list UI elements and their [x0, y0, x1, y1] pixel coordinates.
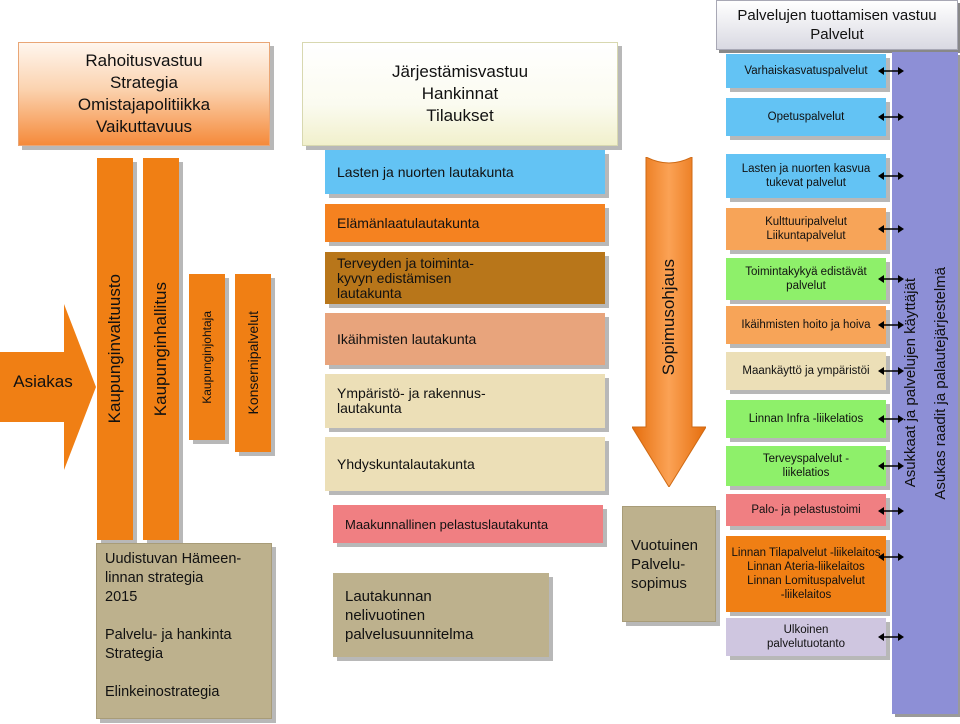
city-council-bar: Kaupunginvaltuusto — [97, 158, 133, 540]
resident-panels-label: Asukas raadit ja palautejärjestelmä — [931, 266, 949, 500]
service-youth-growth: Lasten ja nuorten kasvua tukevat palvelu… — [726, 154, 886, 198]
service-health: Terveyspalvelut - liikelatios — [726, 446, 886, 486]
service-culture-sports: Kulttuuripalvelut Liikuntapalvelut — [726, 208, 886, 250]
contract-steering-arrow — [632, 157, 706, 487]
committee-label: Lasten ja nuorten lautakunta — [337, 163, 514, 180]
committee-label: Elämänlaatulautakunta — [337, 214, 480, 231]
service-external-production: Ulkoinen palvelutuotanto — [726, 618, 886, 656]
committee-elderly: Ikäihmisten lautakunta — [325, 313, 605, 365]
city-board-label: Kaupunginhallitus — [151, 281, 170, 417]
double-arrow-icon — [878, 225, 904, 233]
double-arrow-icon — [878, 415, 904, 423]
committee-quality-of-life: Elämänlaatulautakunta — [325, 204, 605, 242]
city-board-bar: Kaupunginhallitus — [143, 158, 179, 540]
double-arrow-icon — [878, 507, 904, 515]
four-year-service-plan: Lautakunnan nelivuotinen palvelusuunnite… — [333, 573, 549, 657]
service-plan-label: Lautakunnan nelivuotinen palvelusuunnite… — [345, 587, 474, 643]
contract-steering-label-wrap: Sopimusohjaus — [632, 172, 706, 462]
committee-label: Ikäihmisten lautakunta — [337, 330, 477, 347]
double-arrow-icon — [878, 67, 904, 75]
organizing-responsibility-header: Järjestämisvastuu Hankinnat Tilaukset — [302, 42, 618, 146]
double-arrow-icon — [878, 172, 904, 180]
city-manager-label: Kaupunginjohtaja — [200, 310, 214, 404]
service-fire-rescue: Palo- ja pelastustoimi — [726, 494, 886, 526]
double-arrow-icon — [878, 321, 904, 329]
double-arrow-icon — [878, 462, 904, 470]
double-arrow-icon — [878, 275, 904, 283]
service-education: Opetuspalvelut — [726, 98, 886, 136]
group-services-label: Konsernipalvelut — [245, 311, 261, 415]
customer-arrow — [0, 304, 96, 470]
residents-users-label-wrap: Asukkaat ja palvelujen käyttäjät — [894, 52, 926, 714]
residents-users-label: Asukkaat ja palvelujen käyttäjät — [901, 278, 919, 488]
committee-regional-rescue: Maakunnallinen pelastuslautakunta — [333, 505, 603, 543]
city-manager-bar: Kaupunginjohtaja — [189, 274, 225, 440]
double-arrow-icon — [878, 633, 904, 641]
committee-environment-building: Ympäristö- ja rakennus- lautakunta — [325, 374, 605, 428]
strategy-box: Uudistuvan Hämeen- linnan strategia 2015… — [96, 543, 272, 719]
service-land-use-environment: Maankäyttö ja ympäristöi — [726, 352, 886, 390]
group-services-bar: Konsernipalvelut — [235, 274, 271, 452]
committee-label: Ympäristö- ja rakennus- lautakunta — [337, 385, 486, 416]
committee-health-functional-capacity: Terveyden ja toiminta- kyvyn edistämisen… — [325, 252, 605, 304]
service-functional-capacity: Toimintakykyä edistävät palvelut — [726, 258, 886, 300]
service-production-header: Palvelujen tuottamisen vastuu Palvelut — [716, 0, 958, 50]
committee-community: Yhdyskuntalautakunta — [325, 437, 605, 491]
double-arrow-icon — [878, 113, 904, 121]
committee-label: Terveyden ja toiminta- kyvyn edistämisen… — [337, 254, 474, 301]
double-arrow-icon — [878, 367, 904, 375]
city-council-label: Kaupunginvaltuusto — [105, 274, 124, 424]
residents-panel — [892, 52, 958, 714]
contract-steering-label: Sopimusohjaus — [659, 258, 678, 376]
service-early-education: Varhaiskasvatuspalvelut — [726, 54, 886, 88]
resident-panels-label-wrap: Asukas raadit ja palautejärjestelmä — [924, 52, 956, 714]
double-arrow-icon — [878, 553, 904, 561]
financing-responsibility-header: Rahoitusvastuu Strategia Omistajapolitii… — [18, 42, 270, 146]
committee-label: Yhdyskuntalautakunta — [337, 455, 475, 472]
customer-label: Asiakas — [13, 372, 73, 391]
service-municipal-enterprises: Linnan Tilapalvelut -liikelaitos Linnan … — [726, 536, 886, 612]
service-linnan-infra: Linnan Infra -liikelatios — [726, 400, 886, 438]
committee-children-youth: Lasten ja nuorten lautakunta — [325, 150, 605, 194]
committee-label: Maakunnallinen pelastuslautakunta — [345, 516, 549, 532]
service-elderly-care: Ikäihmisten hoito ja hoiva — [726, 306, 886, 344]
annual-service-agreement: Vuotuinen Palvelu- sopimus — [622, 506, 716, 622]
